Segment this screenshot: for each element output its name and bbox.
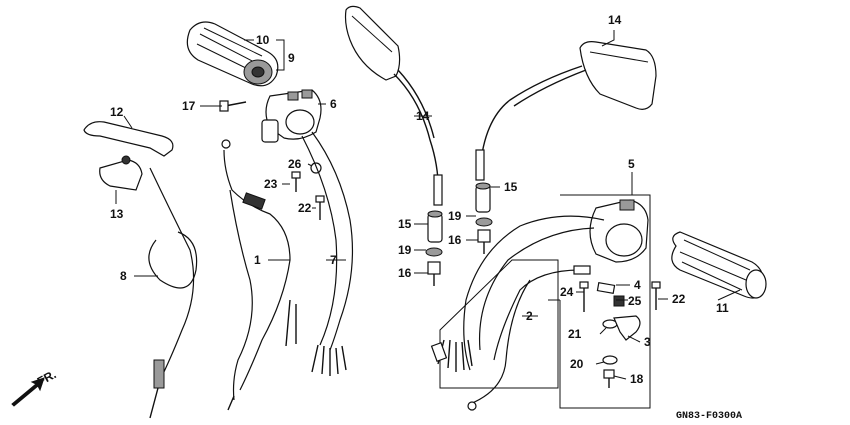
callout-10: 10: [256, 33, 270, 47]
callout-26: 26: [288, 157, 302, 171]
callout-22-right: 22: [672, 292, 686, 306]
clutch-cable-8: [148, 167, 198, 419]
lever-bracket: [99, 155, 143, 191]
part-4: [596, 281, 616, 295]
callout-20: 20: [570, 357, 584, 371]
callout-16-left: 16: [398, 266, 412, 280]
callout-7: 7: [330, 253, 337, 267]
bolt-22-right: [651, 281, 661, 310]
callout-2: 2: [526, 309, 533, 323]
bolt-17: [219, 100, 247, 112]
callout-19-right: 19: [448, 209, 462, 223]
right-grip: [671, 231, 767, 299]
leader-lines: [115, 30, 741, 380]
callout-12: 12: [110, 105, 124, 119]
group-box-2: [439, 259, 559, 389]
screw-26: [310, 162, 322, 174]
callout-21: 21: [568, 327, 582, 341]
callout-15-left: 15: [398, 217, 412, 231]
mirror-left: [344, 5, 443, 206]
bracket-3: [613, 315, 641, 341]
callout-14-left: 14: [416, 109, 430, 123]
callout-3: 3: [644, 335, 651, 349]
callout-9: 9: [288, 51, 295, 65]
callout-18: 18: [630, 372, 644, 386]
throttle-cable-1: [221, 139, 291, 411]
callout-11: 11: [716, 301, 729, 315]
callout-4: 4: [634, 278, 641, 292]
washer-20: [602, 355, 618, 365]
diagram-code: GN83-F0300A: [676, 411, 742, 422]
callout-17: 17: [182, 99, 196, 113]
callout-22-left: 22: [298, 201, 312, 215]
callout-6: 6: [330, 97, 337, 111]
callout-14-right: 14: [608, 13, 622, 27]
bolt-18: [603, 369, 615, 388]
clutch-lever: [83, 121, 174, 157]
callout-25: 25: [628, 294, 642, 308]
mirror-adapter-right: [475, 182, 493, 254]
bolt-24: [579, 281, 589, 312]
left-grip: [186, 21, 279, 87]
callout-8: 8: [120, 269, 127, 283]
nut-25: [613, 295, 625, 307]
left-switch-housing: [261, 89, 322, 143]
front-direction-arrow: [11, 377, 45, 407]
mirror-adapter-left: [425, 210, 443, 286]
screw-23: [291, 171, 301, 192]
callout-24: 24: [560, 285, 574, 299]
callout-13: 13: [110, 207, 124, 221]
mirror-right: [475, 41, 657, 181]
right-switch-housing: [589, 199, 649, 263]
callout-1: 1: [254, 253, 261, 267]
callout-5: 5: [628, 157, 635, 171]
callout-23: 23: [264, 177, 278, 191]
callout-16-right: 16: [448, 233, 462, 247]
callout-15-right: 15: [504, 180, 518, 194]
callout-labels: 10 9 17 6 12 13 26 23 22 8 1 7 14 14 15 …: [35, 13, 742, 422]
switch-wire-7: [285, 131, 354, 376]
throttle-cable-2: [430, 215, 605, 411]
callout-19-left: 19: [398, 243, 412, 257]
screw-22-left: [315, 195, 325, 220]
